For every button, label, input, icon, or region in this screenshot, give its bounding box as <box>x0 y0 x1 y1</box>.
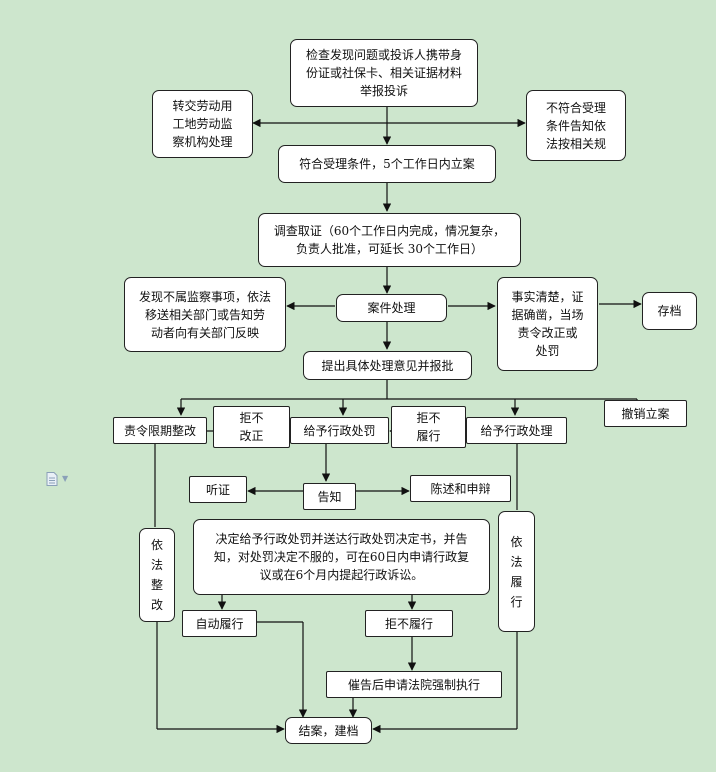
reject-box: 不符合受理 条件告知依 法按相关规 <box>526 90 626 161</box>
refuse-perform2-box: 拒不履行 <box>365 610 453 637</box>
perform-law-box: 依 法 履 行 <box>498 511 535 632</box>
not-supervision-box: 发现不属监察事项，依法 移送相关部门或告知劳 动者向有关部门反映 <box>124 277 286 352</box>
self-perform-box: 自动履行 <box>182 610 257 637</box>
give-admin-box: 给予行政处理 <box>466 417 567 444</box>
propose-text: 提出具体处理意见并报批 <box>321 358 454 373</box>
investigate-text: 调查取证（60个工作日内完成，情况复杂， 负责人批准，可延长 30个工作日） <box>273 224 506 256</box>
notify-box: 告知 <box>303 483 356 510</box>
give-penalty-text: 给予行政处罚 <box>303 423 376 438</box>
statement-text: 陈述和申辩 <box>430 481 491 496</box>
handle-text: 案件处理 <box>367 301 416 315</box>
decision-box: 决定给予行政处罚并送达行政处罚决定书，并告 知，对处罚决定不服的，可在60日内申… <box>193 519 490 595</box>
not-supervision-text: 发现不属监察事项，依法 移送相关部门或告知劳 动者向有关部门反映 <box>138 289 271 340</box>
inspect-text: 检查发现问题或投诉人携带身 份证或社保卡、相关证据材料 举报投诉 <box>305 48 462 98</box>
inspect-box: 检查发现问题或投诉人携带身 份证或社保卡、相关证据材料 举报投诉 <box>290 39 478 107</box>
transfer-text: 转交劳动用 工地劳动监 察机构处理 <box>172 99 233 149</box>
archive-box: 存档 <box>642 292 697 330</box>
close-text: 结案，建档 <box>298 723 359 738</box>
refuse-perform-box: 拒不 履行 <box>391 406 466 448</box>
give-penalty-box: 给予行政处罚 <box>290 417 389 444</box>
rectify-order-text: 责令限期整改 <box>123 423 196 438</box>
investigate-box: 调查取证（60个工作日内完成，情况复杂， 负责人批准，可延长 30个工作日） <box>258 213 521 267</box>
decision-text: 决定给予行政处罚并送达行政处罚决定书，并告 知，对处罚决定不服的，可在60日内申… <box>213 532 470 582</box>
refuse-correct-text: 拒不 改正 <box>239 411 264 443</box>
clear-facts-text: 事实清楚，证 据确凿，当场 责令改正或 处罚 <box>511 290 584 358</box>
refuse-perform2-text: 拒不履行 <box>384 616 433 631</box>
handle-box: 案件处理 <box>336 294 447 322</box>
archive-text: 存档 <box>657 304 682 318</box>
self-perform-text: 自动履行 <box>195 616 244 631</box>
refuse-perform-text: 拒不 履行 <box>416 411 441 443</box>
document-icon[interactable] <box>46 472 58 486</box>
clear-facts-box: 事实清楚，证 据确凿，当场 责令改正或 处罚 <box>497 277 598 371</box>
notify-text: 告知 <box>317 489 342 504</box>
close-box: 结案，建档 <box>285 717 372 744</box>
court-box: 催告后申请法院强制执行 <box>326 671 502 698</box>
caret-down-icon[interactable]: ▼ <box>62 474 69 483</box>
perform-law-text: 依 法 履 行 <box>510 534 523 609</box>
transfer-box: 转交劳动用 工地劳动监 察机构处理 <box>152 90 253 158</box>
accept-text: 符合受理条件，5个工作日内立案 <box>299 157 475 171</box>
rectify-law-text: 依 法 整 改 <box>150 538 163 612</box>
statement-box: 陈述和申辩 <box>410 475 511 502</box>
revoke-box: 撤销立案 <box>604 400 687 427</box>
revoke-text: 撤销立案 <box>621 406 670 421</box>
give-admin-text: 给予行政处理 <box>480 423 553 438</box>
court-text: 催告后申请法院强制执行 <box>347 677 480 692</box>
rectify-law-box: 依 法 整 改 <box>139 528 175 622</box>
propose-box: 提出具体处理意见并报批 <box>303 351 472 380</box>
rectify-order-box: 责令限期整改 <box>113 417 207 444</box>
reject-text: 不符合受理 条件告知依 法按相关规 <box>545 100 606 151</box>
accept-box: 符合受理条件，5个工作日内立案 <box>278 145 496 183</box>
refuse-correct-box: 拒不 改正 <box>213 406 290 448</box>
hearing-box: 听证 <box>189 476 247 503</box>
hearing-text: 听证 <box>205 482 230 497</box>
